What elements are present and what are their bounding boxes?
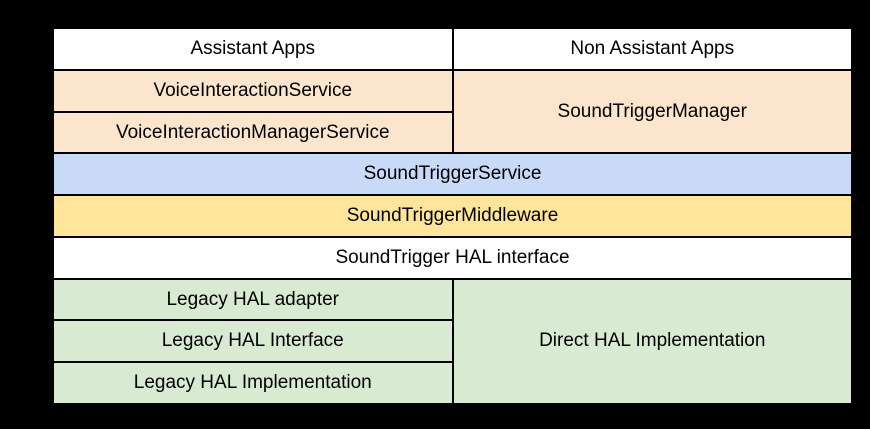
non-assistant-apps-cell: Non Assistant Apps (453, 29, 851, 69)
sound-trigger-middleware-cell: SoundTriggerMiddleware (54, 196, 851, 236)
voice-interaction-manager-service-cell: VoiceInteractionManagerService (54, 112, 452, 153)
soundtrigger-stack-diagram: Assistant Apps Non Assistant Apps VoiceI… (54, 29, 851, 403)
sound-trigger-hal-interface-cell: SoundTrigger HAL interface (54, 237, 851, 278)
sound-trigger-manager-cell: SoundTriggerManager (453, 70, 851, 153)
voice-interaction-service-cell: VoiceInteractionService (54, 70, 452, 111)
direct-hal-implementation-cell: Direct HAL Implementation (453, 279, 851, 403)
legacy-hal-adapter-cell: Legacy HAL adapter (54, 279, 452, 320)
sound-trigger-service-cell: SoundTriggerService (54, 154, 851, 195)
legacy-hal-implementation-cell: Legacy HAL Implementation (54, 363, 452, 403)
assistant-apps-cell: Assistant Apps (54, 29, 452, 69)
legacy-hal-interface-cell: Legacy HAL Interface (54, 321, 452, 362)
